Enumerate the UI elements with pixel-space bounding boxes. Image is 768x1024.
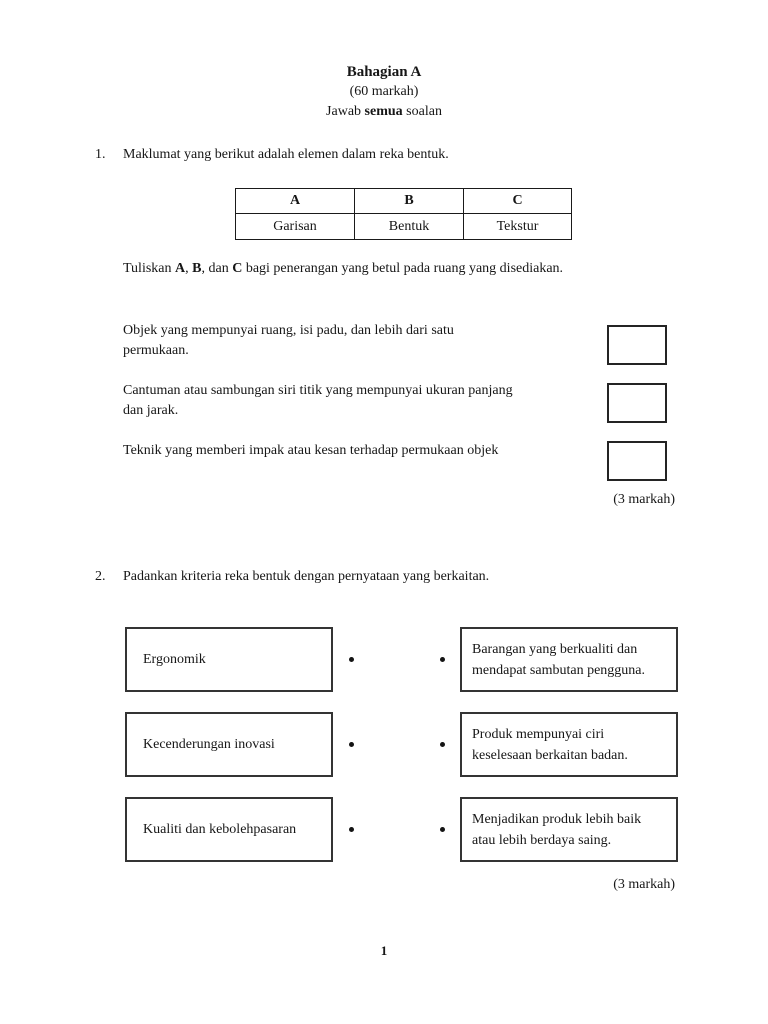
answer-box-3[interactable] (607, 441, 667, 481)
match-right-line-1: Menjadikan produk lebih baik (472, 811, 642, 827)
statement-1-line-2: permukaan. (123, 343, 189, 358)
answer-box-2[interactable] (607, 383, 667, 423)
question-2-text: Padankan kriteria reka bentuk dengan per… (123, 569, 490, 584)
section-instruction: Jawab semua soalan (0, 104, 768, 120)
match-left-box-kualiti-kebolehpasaran: Kualiti dan kebolehpasaran (125, 797, 333, 862)
write-instruction-bold-c: C (232, 261, 243, 276)
match-left-box-kecenderungan-inovasi: Kecenderungan inovasi (125, 712, 333, 777)
question-2-marks: (3 markah) (613, 877, 675, 892)
write-instruction-part: bagi penerangan yang betul pada ruang ya… (242, 261, 564, 276)
match-bullet-right-2[interactable] (440, 742, 445, 747)
write-instruction-part: , dan (201, 261, 233, 276)
match-left-label: Kualiti dan kebolehpasaran (143, 821, 297, 837)
match-left-label: Kecenderungan inovasi (143, 736, 275, 752)
question-1-text: Maklumat yang berikut adalah elemen dala… (123, 147, 449, 162)
match-right-line-2: atau lebih berdaya saing. (472, 832, 612, 848)
instruction-part: Jawab (326, 104, 365, 119)
section-marks: (60 markah) (349, 84, 419, 99)
section-title: Bahagian A (346, 64, 422, 80)
match-bullet-right-1[interactable] (440, 657, 445, 662)
match-right-box-1: Barangan yang berkualiti dan mendapat sa… (460, 627, 678, 692)
table-value-cell-bentuk: Bentuk (354, 213, 464, 240)
write-instruction-bold-a: A (175, 261, 186, 276)
table-header-cell-b: B (354, 188, 464, 214)
instruction-part: soalan (402, 104, 442, 119)
match-right-line-2: mendapat sambutan pengguna. (472, 662, 646, 678)
statement-3-line-1: Teknik yang memberi impak atau kesan ter… (123, 443, 499, 458)
match-right-box-3: Menjadikan produk lebih baik atau lebih … (460, 797, 678, 862)
statement-1: Objek yang mempunyai ruang, isi padu, da… (123, 321, 454, 361)
match-right-box-2: Produk mempunyai ciri keselesaan berkait… (460, 712, 678, 777)
table-header-cell-a: A (235, 188, 355, 214)
match-bullet-right-3[interactable] (440, 827, 445, 832)
elements-table-header-row: A B C (235, 188, 572, 214)
match-left-box-ergonomik: Ergonomik (125, 627, 333, 692)
statement-1-line-1: Objek yang mempunyai ruang, isi padu, da… (123, 323, 454, 338)
write-instruction-part: , (185, 261, 193, 276)
write-instruction-bold-b: B (192, 261, 202, 276)
statement-3: Teknik yang memberi impak atau kesan ter… (123, 441, 498, 461)
instruction-part-bold: semua (364, 104, 403, 119)
match-right-line-1: Barangan yang berkualiti dan (472, 641, 638, 657)
statement-2: Cantuman atau sambungan siri titik yang … (123, 381, 513, 421)
match-left-label: Ergonomik (143, 651, 206, 667)
table-value-cell-garisan: Garisan (235, 213, 355, 240)
statement-2-line-2: dan jarak. (123, 403, 179, 418)
match-bullet-left-3[interactable] (349, 827, 354, 832)
write-instruction: Tuliskan A, B, dan C bagi penerangan yan… (123, 261, 563, 277)
elements-table-value-row: Garisan Bentuk Tekstur (235, 213, 572, 240)
table-header-cell-c: C (463, 188, 572, 214)
elements-table: A B C Garisan Bentuk Tekstur (235, 188, 572, 240)
table-value-cell-tekstur: Tekstur (463, 213, 572, 240)
match-right-line-1: Produk mempunyai ciri (472, 726, 605, 742)
match-bullet-left-1[interactable] (349, 657, 354, 662)
write-instruction-part: Tuliskan (123, 261, 176, 276)
match-right-line-2: keselesaan berkaitan badan. (472, 747, 628, 763)
statement-2-line-1: Cantuman atau sambungan siri titik yang … (123, 383, 513, 398)
question-2-number: 2. (95, 569, 106, 584)
question-1-number: 1. (95, 147, 106, 162)
answer-box-1[interactable] (607, 325, 667, 365)
match-bullet-left-2[interactable] (349, 742, 354, 747)
question-1-marks: (3 markah) (613, 492, 675, 507)
page-number: 1 (380, 943, 388, 958)
